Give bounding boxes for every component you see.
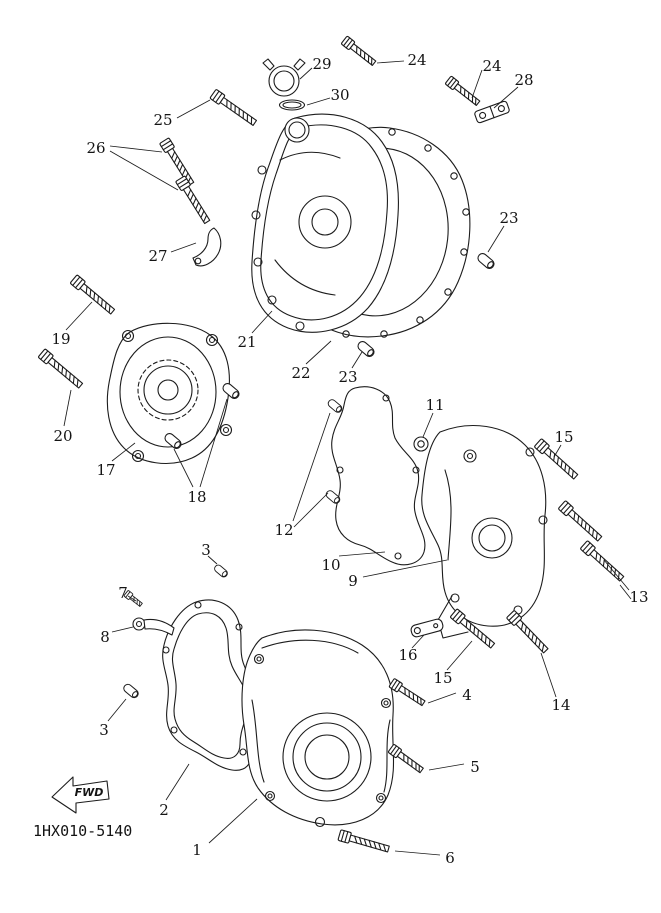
- callout-14: 14: [551, 696, 570, 714]
- collar-23-a: [475, 251, 497, 271]
- callout-11: 11: [425, 396, 444, 414]
- callout-2: 2: [159, 801, 169, 819]
- callout-24-a: 24: [407, 51, 426, 69]
- bolt-14: [505, 609, 551, 656]
- part-clutch-cover: [251, 113, 399, 333]
- callout-29: 29: [312, 55, 331, 73]
- bolt-26-b: [174, 175, 213, 226]
- callout-5: 5: [470, 758, 480, 776]
- callout-10: 10: [321, 556, 340, 574]
- part-holder-bracket: [474, 100, 510, 124]
- callout-28: 28: [514, 71, 533, 89]
- bolt-20: [37, 348, 85, 391]
- part-oil-filler-cap: [262, 58, 306, 97]
- bolt-25: [209, 88, 259, 128]
- collar-23-b: [355, 339, 377, 359]
- callout-18: 18: [187, 488, 206, 506]
- callout-1: 1: [192, 841, 202, 859]
- callout-23-a: 23: [499, 209, 518, 227]
- dowel-3-a: [212, 563, 230, 579]
- bolt-24-b: [444, 75, 482, 108]
- callout-22: 22: [291, 364, 310, 382]
- part-lever-arm: [410, 618, 444, 638]
- fwd-label: FWD: [75, 786, 104, 799]
- callout-19: 19: [51, 330, 70, 348]
- callout-3-b: 3: [99, 721, 109, 739]
- part-generator-cover-gasket: [162, 599, 263, 771]
- bolt-19: [69, 274, 117, 317]
- callout-21: 21: [237, 333, 256, 351]
- part-cover-gasket-10: [331, 386, 426, 566]
- bolt-6: [337, 829, 391, 855]
- callout-13: 13: [629, 588, 648, 606]
- dowel-12-a: [326, 397, 344, 415]
- callout-23-b: 23: [338, 368, 357, 386]
- part-nut: [413, 436, 429, 452]
- dowel-3-b: [121, 682, 141, 700]
- callout-16: 16: [398, 646, 417, 664]
- callout-15-a: 15: [554, 428, 573, 446]
- callout-26: 26: [86, 139, 105, 157]
- fwd-arrow: [51, 776, 110, 814]
- dowel-12-b: [324, 488, 342, 506]
- part-clamp-bracket: [192, 227, 222, 267]
- callout-3-a: 3: [201, 541, 211, 559]
- callout-17: 17: [96, 461, 115, 479]
- callout-12: 12: [274, 521, 293, 539]
- part-small-lever: [132, 617, 175, 636]
- callout-20: 20: [53, 427, 72, 445]
- callout-30: 30: [330, 86, 349, 104]
- diagram-code: 1HX010-5140: [33, 822, 132, 840]
- part-stator-cover: [106, 322, 233, 464]
- callout-6: 6: [445, 849, 455, 867]
- part-o-ring: [278, 99, 306, 111]
- callout-24-b: 24: [482, 57, 501, 75]
- callout-8: 8: [100, 628, 110, 646]
- part-generator-cover: [241, 629, 395, 828]
- callout-9: 9: [348, 572, 358, 590]
- callout-4: 4: [462, 686, 472, 704]
- bolt-4: [388, 677, 427, 708]
- callout-27: 27: [148, 247, 167, 265]
- callout-15-b: 15: [433, 669, 452, 687]
- leader-lines: [63, 60, 632, 856]
- bolt-24-a: [340, 35, 378, 68]
- part-crankcase-cover-right: [421, 425, 548, 639]
- bolt-13-b: [579, 540, 626, 584]
- bolt-13-a: [557, 500, 604, 544]
- bolt-26-a: [158, 137, 197, 188]
- callout-25: 25: [153, 111, 172, 129]
- callout-7: 7: [118, 584, 128, 602]
